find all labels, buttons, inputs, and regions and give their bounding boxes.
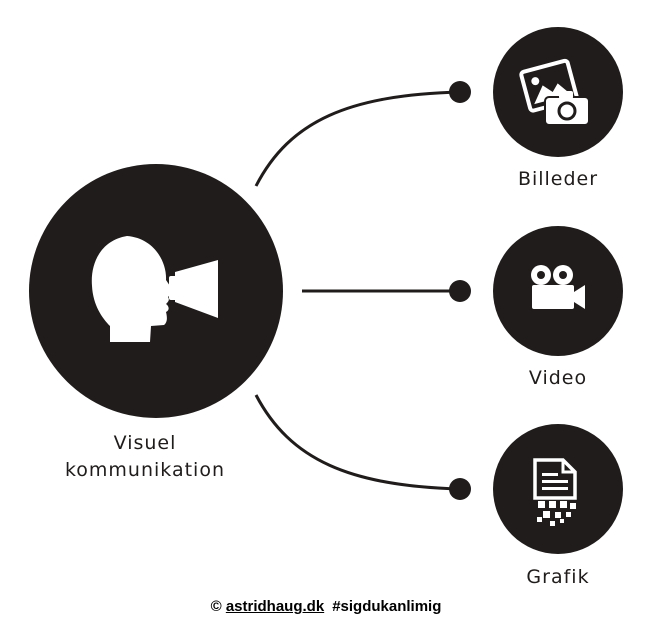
connector-dot-billeder bbox=[449, 81, 471, 103]
document-pixel-icon bbox=[533, 458, 577, 526]
video-camera-icon bbox=[531, 265, 585, 309]
footer: © astridhaug.dk #sigdukanlimig bbox=[0, 598, 652, 615]
site-link[interactable]: astridhaug.dk bbox=[225, 598, 325, 615]
node-label-grafik: Grafik bbox=[526, 566, 590, 588]
connector-billeder bbox=[254, 90, 461, 187]
copyright-symbol: © bbox=[210, 598, 222, 615]
head-with-megaphone-icon bbox=[91, 236, 218, 342]
hashtag: #sigdukanlimig bbox=[332, 598, 442, 615]
connector-grafik bbox=[254, 394, 461, 491]
connector-dot-video bbox=[449, 280, 471, 302]
photo-camera-icon bbox=[519, 58, 590, 126]
node-label-billeder: Billeder bbox=[517, 168, 599, 190]
main-label-line1: Visuel bbox=[113, 432, 177, 454]
main-label-line2: kommunikation bbox=[64, 459, 226, 481]
node-label-video: Video bbox=[528, 367, 588, 389]
main-label: Visuel kommunikation bbox=[40, 430, 250, 484]
connector-dot-grafik bbox=[449, 478, 471, 500]
